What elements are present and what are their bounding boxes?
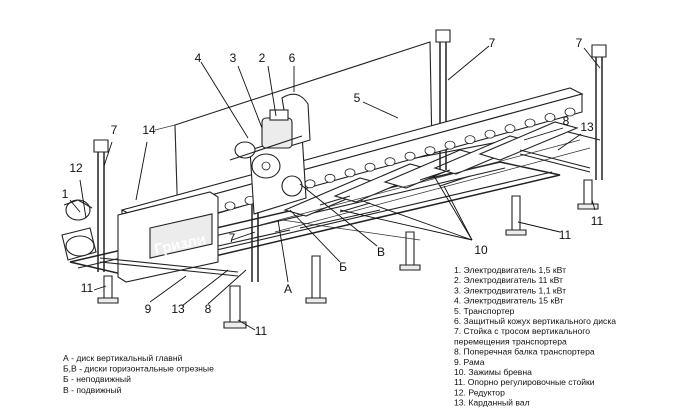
log-clamps (281, 169, 471, 241)
beam-hole (504, 124, 516, 134)
engine-housing: Гризли (117, 191, 219, 283)
legend-letter-line-1: А - диск вертикальный главнй (63, 353, 183, 363)
callout-13-left: 13 (171, 302, 185, 316)
legend-numbered-line-2: 2. Электродвигатель 11 кВт (454, 275, 563, 285)
callout-labels: 1 12 7 14 4 3 2 6 5 7 7 8 13 11 11 10 В … (62, 36, 604, 338)
callout-11-far-right: 11 (591, 214, 604, 228)
transporter-beam (120, 87, 584, 237)
callout-7-mid: 7 (489, 36, 496, 50)
legend-numbered-line-7: 7. Стойка с тросом вертикального (454, 326, 590, 336)
callout-9: 9 (145, 302, 152, 316)
callout-B: Б (339, 260, 347, 274)
callout-8-left: 8 (205, 302, 212, 316)
legend-letter-line-2: Б,В - диски горизонтальные отрезные (63, 364, 214, 374)
callout-11-left: 11 (81, 281, 94, 295)
legend-numbered-line-13: 12. Редуктор (454, 387, 505, 397)
callout-3: 3 (230, 51, 237, 65)
legend-letter-line-4: В - подвижный (63, 385, 122, 395)
beam-hole (544, 113, 556, 122)
beam-hole (384, 157, 396, 167)
legend-numbered-line-12: 11. Опорно регулировочные стойки (454, 377, 595, 387)
callout-7-right: 7 (576, 36, 583, 50)
callout-12: 12 (69, 161, 83, 175)
callout-10: 10 (474, 243, 488, 257)
beam-hole (304, 179, 316, 189)
legend-numbered-line-6: 6. Защитный кожух вертикального диска (454, 316, 616, 326)
beam-hole (444, 140, 456, 150)
callout-7-lower: 7 (229, 231, 236, 245)
legend-numbered-line-8: перемещения транспортера (454, 336, 567, 346)
legend-numbered-line-11: 10. Зажимы бревна (454, 367, 532, 377)
callout-8-right: 8 (563, 114, 570, 128)
support-legs (97, 179, 599, 329)
beam-hole (464, 135, 476, 145)
callout-13-right: 13 (580, 120, 594, 134)
legend-numbered-line-10: 9. Рама (454, 357, 485, 367)
cardan-shaft (99, 149, 591, 277)
callout-6: 6 (289, 51, 296, 65)
beam-hole (344, 168, 356, 178)
legend-numbered-line-5: 5. Транспортер (454, 306, 515, 316)
leader-lines (69, 45, 601, 331)
callout-14: 14 (142, 123, 156, 137)
callout-2: 2 (259, 51, 266, 65)
callout-7-left: 7 (111, 123, 118, 137)
callout-V: В (377, 245, 385, 259)
beam-hole (424, 146, 436, 156)
callout-A: А (284, 282, 292, 296)
gearbox (61, 199, 97, 261)
callout-5: 5 (354, 91, 361, 105)
beam-hole (404, 151, 416, 161)
legend-numbered-line-9: 8. Поперечная балка транспортера (454, 347, 595, 357)
legend-numbered-line-3: 3. Электродвигатель 1,1 кВт (454, 285, 566, 295)
legend-letter-line-3: Б - неподвижный (63, 374, 131, 384)
beam-hole (564, 107, 576, 117)
beam-hole (224, 201, 236, 211)
beam-hole (484, 129, 496, 139)
beam-hole (364, 162, 376, 172)
legend-numbered-line-14: 13. Карданный вал (454, 398, 530, 408)
callout-1: 1 (62, 187, 69, 201)
callout-4: 4 (195, 51, 202, 65)
saw-head (229, 93, 311, 230)
callout-11-bottom: 11 (255, 324, 268, 338)
legend-numbered-line-1: 1. Электродвигатель 1,5 кВт (454, 265, 566, 275)
legend-numbered-line-4: 4. Электродвигатель 15 кВт (454, 296, 564, 306)
callout-11-right: 11 (559, 228, 572, 242)
beam-hole (324, 173, 336, 183)
beam-hole (524, 118, 536, 128)
